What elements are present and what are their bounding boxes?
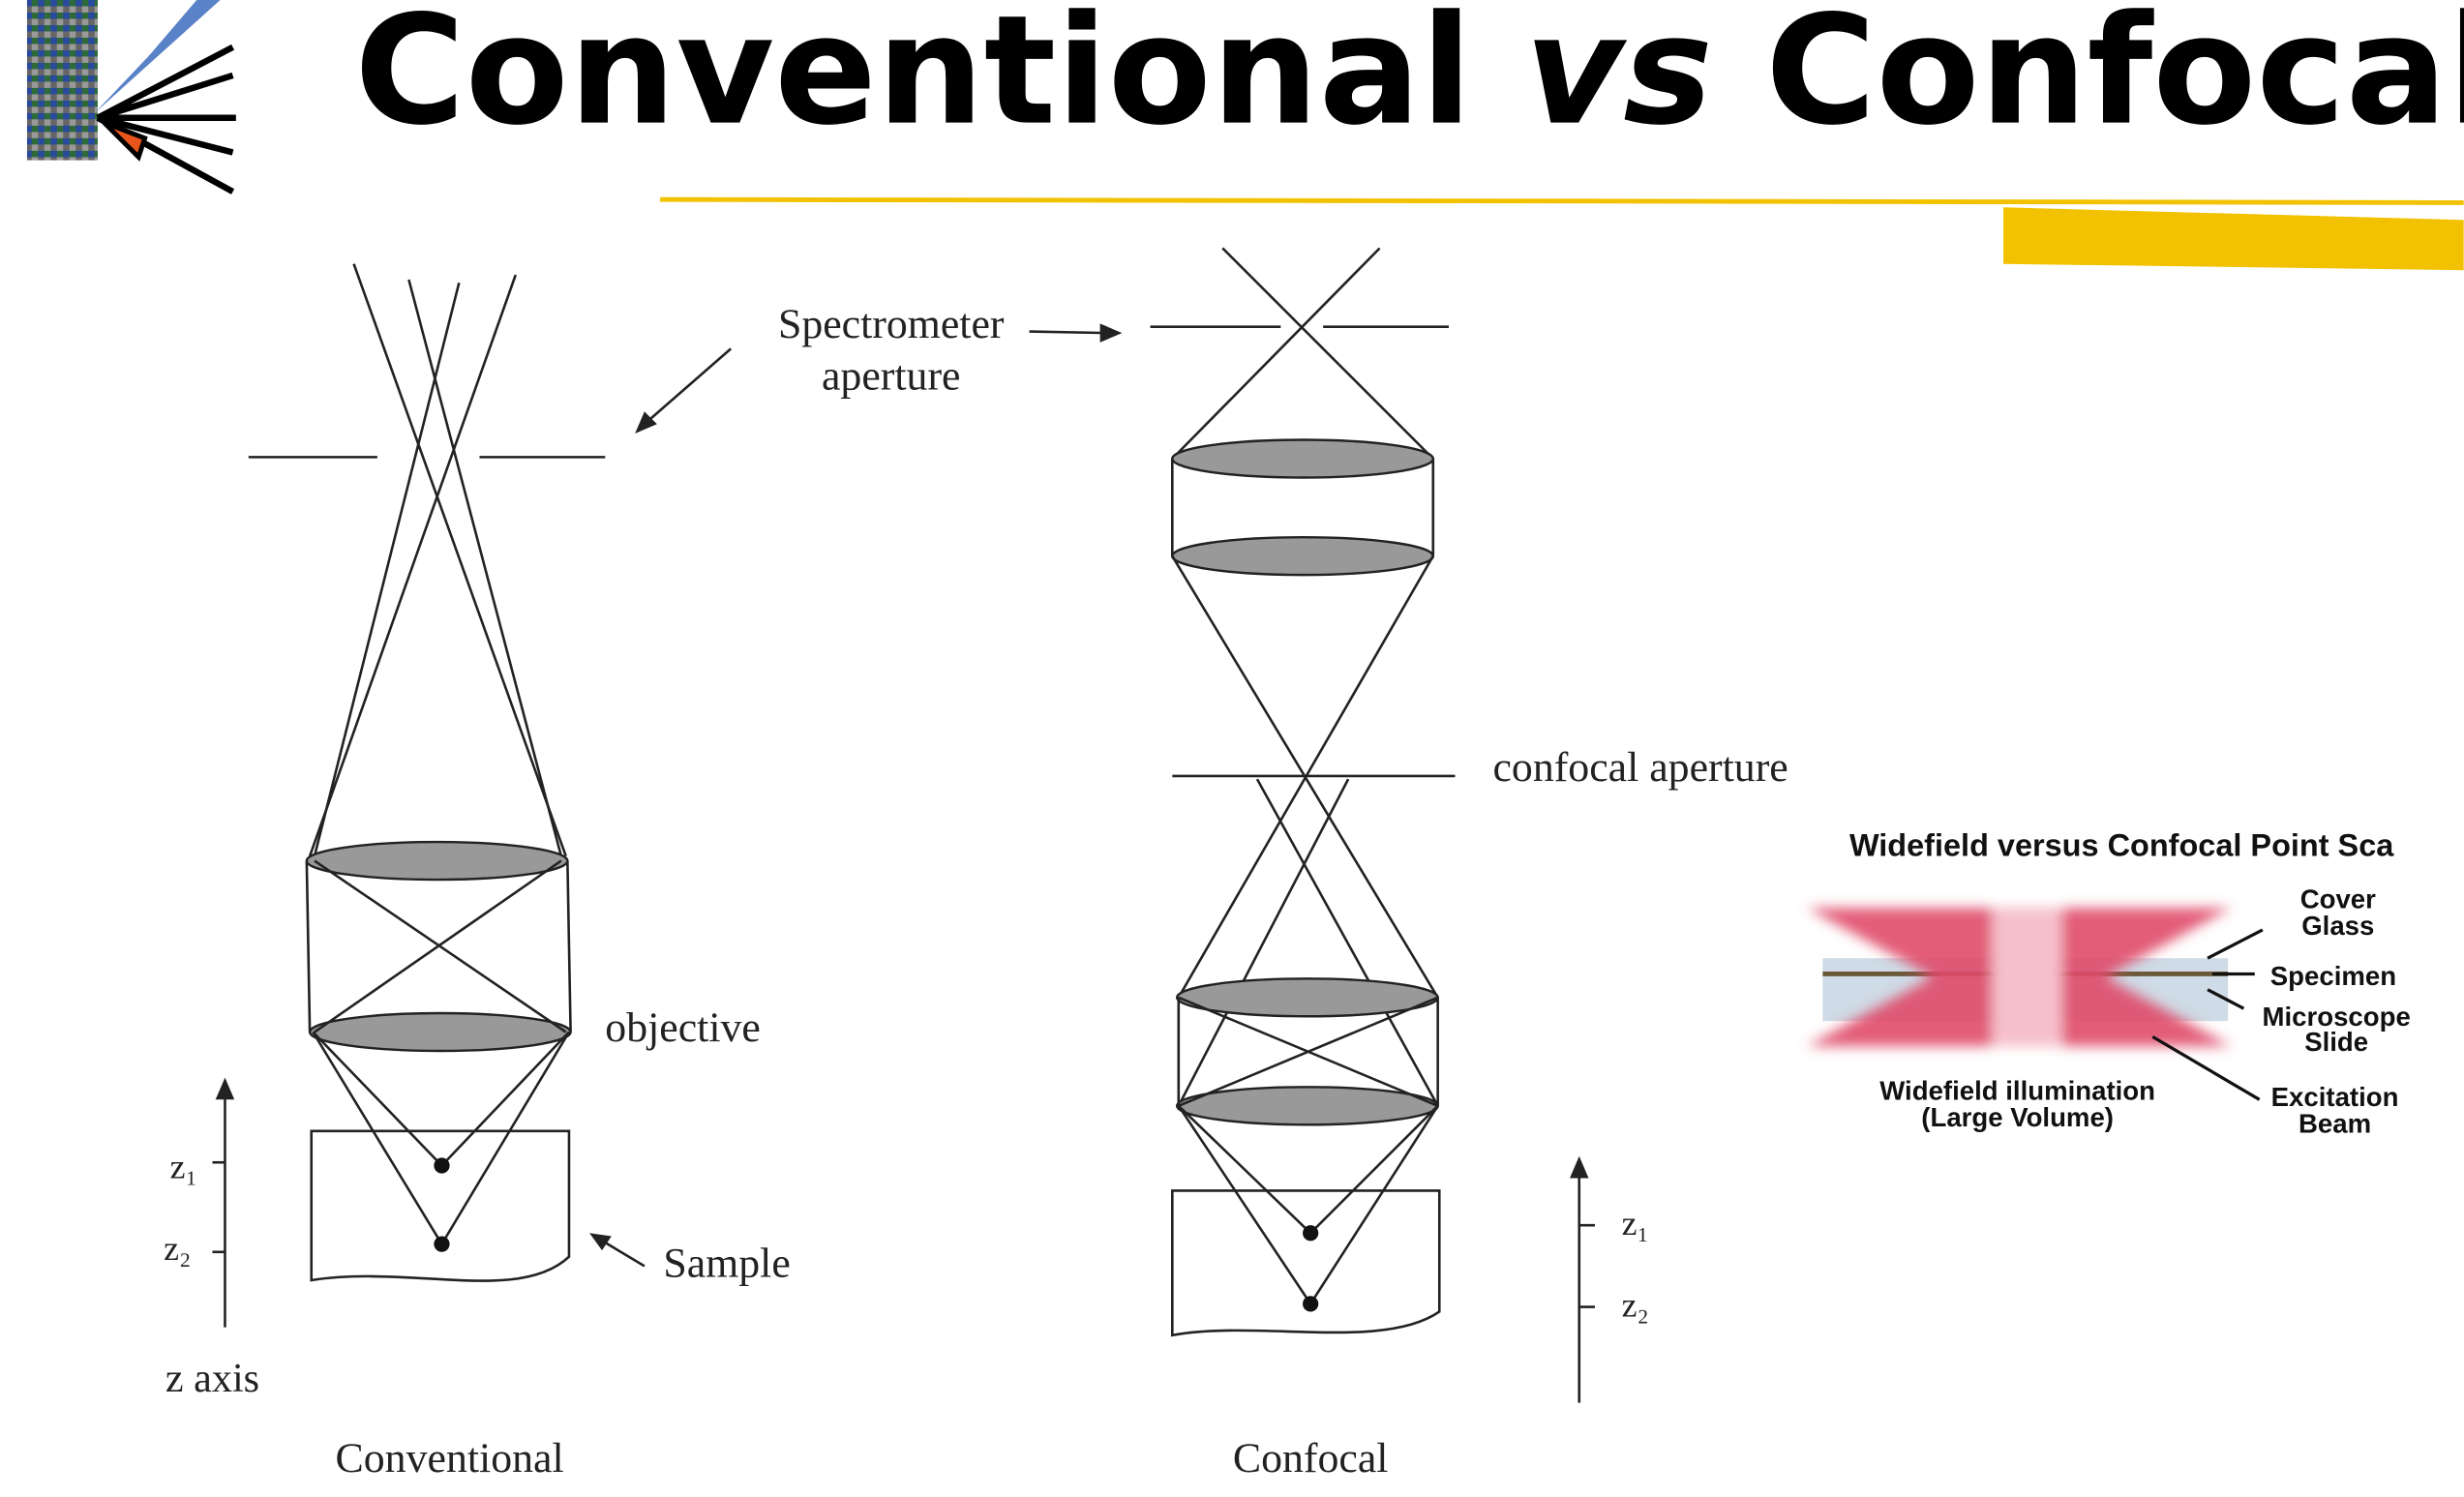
spectrometer-label: Spectrometer bbox=[778, 301, 1005, 347]
z2-label: z₂ bbox=[164, 1229, 191, 1268]
objective-label: objective bbox=[605, 1004, 761, 1051]
svg-text:Slide: Slide bbox=[2304, 1027, 2368, 1057]
conventional-caption: Conventional bbox=[336, 1435, 564, 1482]
svg-text:Glass: Glass bbox=[2301, 911, 2374, 941]
z-axis-label: z axis bbox=[165, 1356, 259, 1401]
z2-label: z₂ bbox=[1622, 1285, 1649, 1324]
svg-text:Excitation: Excitation bbox=[2271, 1082, 2399, 1112]
sample-block bbox=[1171, 1189, 1441, 1337]
svg-text:Microscope: Microscope bbox=[2263, 1002, 2411, 1032]
lens bbox=[1175, 1086, 1439, 1126]
conventional-diagram: z₁ z₂ z axis Conventional objective Samp… bbox=[164, 263, 791, 1482]
svg-text:(Large Volume): (Large Volume) bbox=[1921, 1102, 2114, 1132]
sample-block bbox=[310, 1129, 571, 1282]
svg-text:Specimen: Specimen bbox=[2270, 961, 2396, 991]
z1-label: z₁ bbox=[170, 1147, 197, 1185]
logo-fiber-icon bbox=[26, 0, 236, 195]
title-underline bbox=[660, 196, 2464, 271]
slide-title: Conventional vs Confocal bbox=[354, 0, 2464, 159]
lens bbox=[1171, 438, 1434, 479]
svg-text:Cover: Cover bbox=[2300, 883, 2376, 913]
lens bbox=[308, 1011, 572, 1053]
confocal-caption: Confocal bbox=[1233, 1435, 1389, 1482]
z1-label: z₁ bbox=[1622, 1204, 1649, 1243]
lens bbox=[1175, 977, 1439, 1018]
svg-text:Beam: Beam bbox=[2299, 1108, 2371, 1138]
confocal-diagram: z₁ z₂ Confocal confocal aperture bbox=[1150, 247, 1788, 1482]
svg-text:Widefield illumination: Widefield illumination bbox=[1879, 1075, 2155, 1105]
aperture-label: aperture bbox=[822, 353, 961, 400]
lens bbox=[1171, 535, 1434, 577]
widefield-inset: Widefield versus Confocal Point Sca Cove… bbox=[1807, 828, 2411, 1138]
inset-title: Widefield versus Confocal Point Sca bbox=[1849, 828, 2394, 863]
lens bbox=[305, 840, 569, 882]
confocal-aperture-label: confocal aperture bbox=[1492, 744, 1788, 791]
sample-label: Sample bbox=[663, 1241, 790, 1287]
excitation-beam-shape bbox=[1807, 908, 2232, 1047]
